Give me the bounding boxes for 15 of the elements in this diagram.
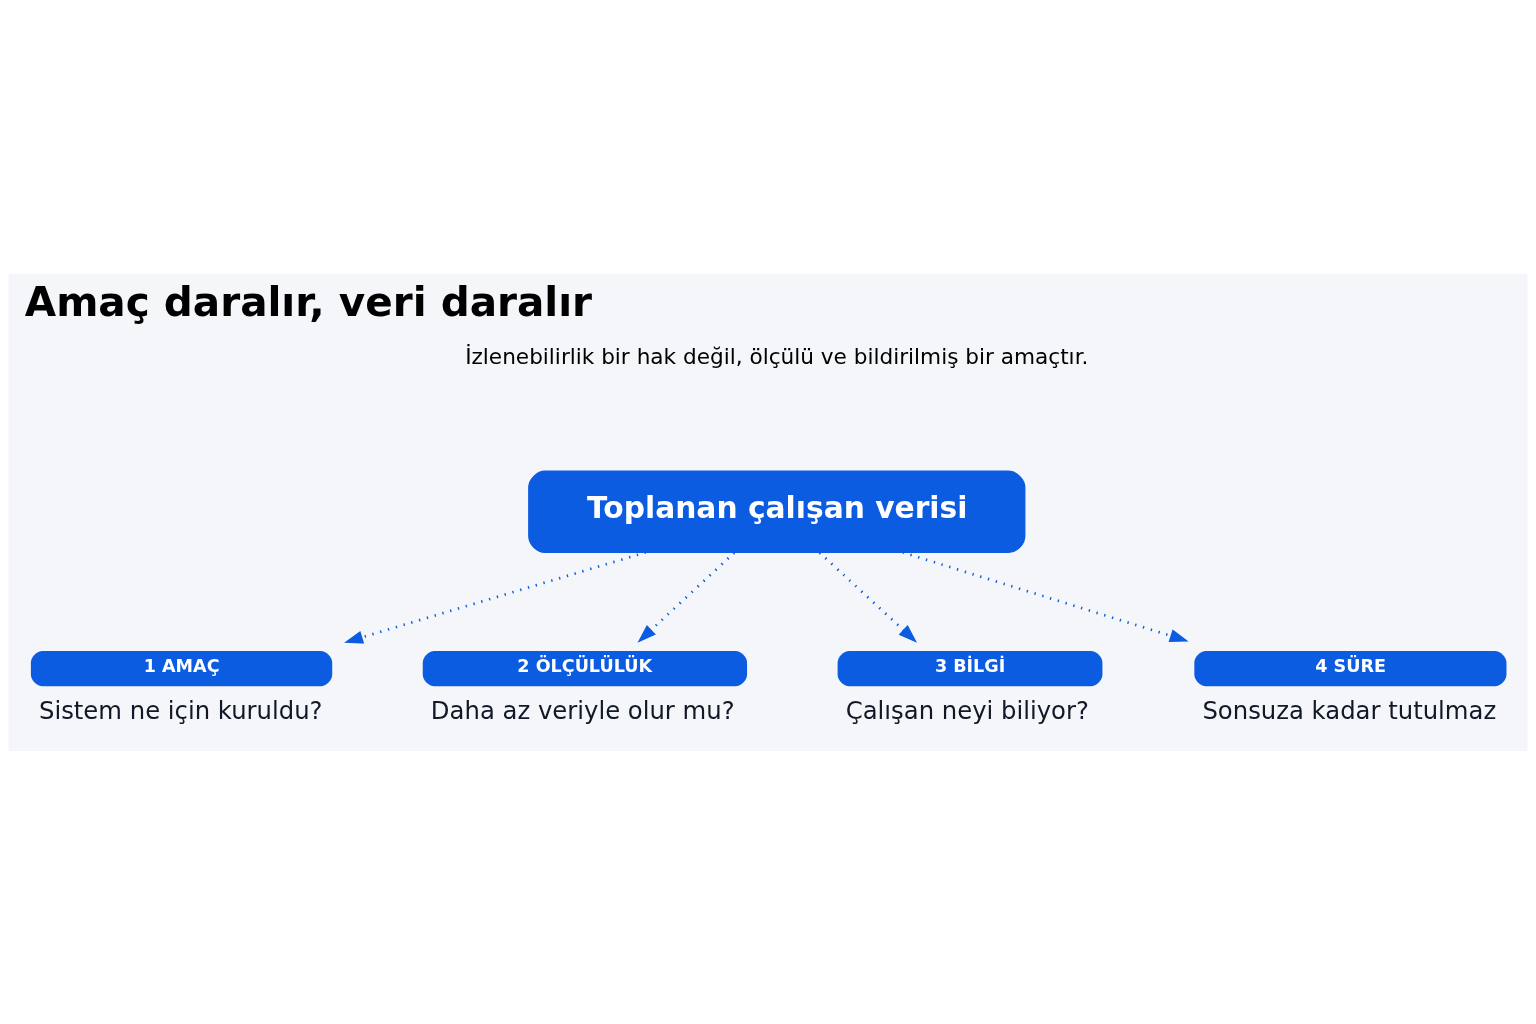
label: İzlenebilirlik bir hak değil, ölçülü ve bildirilmiş bir amaçtır. [465,343,1089,369]
node-label: Sistem ne için kuruldu? [38,695,323,725]
node-box: 4 SÜRE [1194,650,1507,686]
node-label: Sonsuza kadar tutulmaz [1202,695,1497,725]
node-box: Toplanan çalışan verisi [528,470,1026,553]
arrow [818,551,918,643]
arrow [637,551,736,643]
arrow [344,550,647,644]
node-label: Daha az veriyle olur mu? [430,695,735,725]
node-box: 3 BİLGİ [837,650,1103,686]
node-box: 1 AMAÇ [30,650,333,686]
diagram-title: Amaç daralır, veri daralır [24,277,593,326]
node-label: Çalışan neyi biliyor? [845,695,1089,725]
node-box: 2 ÖLÇÜLÜLÜK [422,650,748,686]
arrow [902,550,1189,642]
